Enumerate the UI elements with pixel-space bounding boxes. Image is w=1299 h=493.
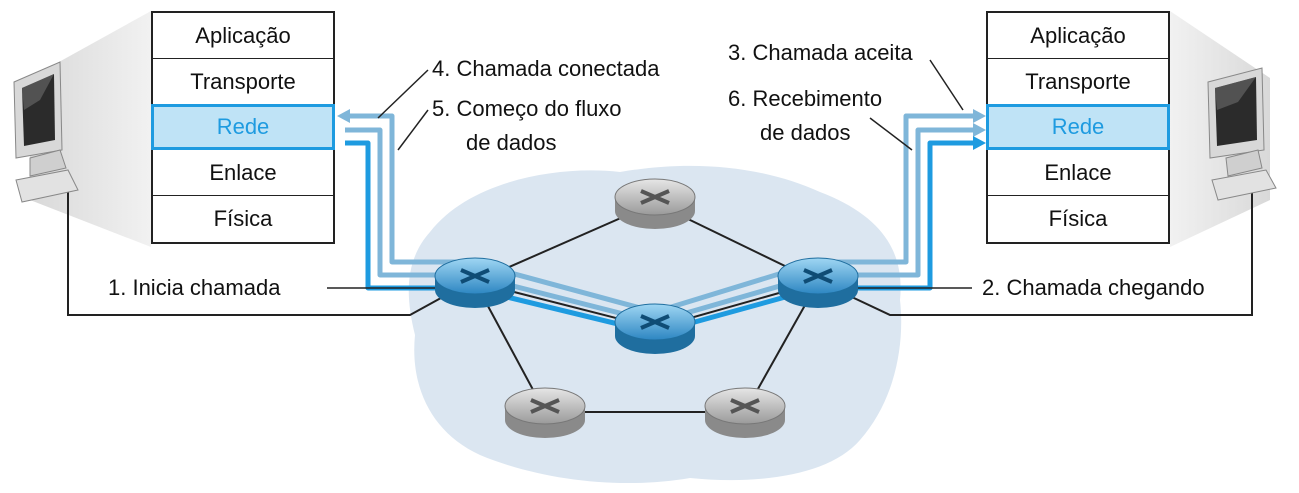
router-icon: [504, 387, 586, 438]
step-5-label-line2: de dados: [466, 130, 557, 155]
layer-fisica: Física: [1048, 206, 1108, 231]
computer-icon: [1207, 67, 1277, 201]
layer-fisica: Física: [213, 206, 273, 231]
right-host-link: [819, 190, 1253, 316]
step-6-label-line1: 6. Recebimento: [728, 86, 883, 111]
layer-enlace: Enlace: [153, 150, 333, 196]
left-protocol-stack: Aplicação Transporte Rede Enlace Física: [151, 11, 335, 244]
layer-rede: Rede: [151, 104, 335, 150]
step-5-label-line1: 5. Começo do fluxo: [432, 96, 622, 121]
layer-aplicacao: Aplicação: [988, 13, 1168, 59]
layer-aplicacao: Aplicação: [153, 13, 333, 59]
layer-transporte: Transporte: [988, 59, 1168, 105]
step-4-label: 4. Chamada conectada: [432, 56, 660, 81]
computer-icon: [13, 61, 79, 203]
router-icon: [777, 257, 859, 308]
step-3-label: 3. Chamada aceita: [728, 40, 913, 65]
layer-transporte: Transporte: [153, 59, 333, 105]
right-protocol-stack: Aplicação Transporte Rede Enlace Física: [986, 11, 1170, 244]
step-6-label-line2: de dados: [760, 120, 851, 145]
router-icon: [704, 387, 786, 438]
label-leaders: [327, 59, 972, 289]
layer-enlace: Enlace: [988, 150, 1168, 196]
step-2-label: 2. Chamada chegando: [982, 275, 1205, 300]
router-icon: [614, 178, 696, 229]
router-icon: [434, 257, 516, 308]
call-arrowheads: [337, 109, 986, 150]
router-icon: [614, 303, 696, 354]
layer-rede: Rede: [986, 104, 1170, 150]
step-1-label: 1. Inicia chamada: [108, 275, 281, 300]
